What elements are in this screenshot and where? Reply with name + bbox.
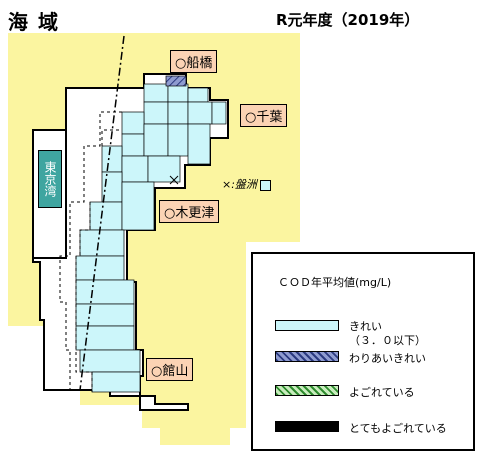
- legend-title: ＣＯＤ年平均値(mg/L): [278, 276, 392, 289]
- legend-swatch-very-dirty: [275, 421, 339, 432]
- place-label-kisarazu: ○木更津: [159, 200, 220, 223]
- legend-sublabel-clean: （３．０以下）: [349, 334, 426, 347]
- place-label-tateyama: ○館山: [146, 358, 194, 381]
- tokyo-bay-label: 東京湾: [38, 150, 62, 208]
- bankan-marker-icon: [169, 175, 179, 185]
- legend-label-somewhat-clean: わりあいきれい: [349, 352, 426, 365]
- dashed-boundaries: [59, 111, 122, 392]
- place-label-funabashi: ○船橋: [170, 50, 218, 73]
- legend-label-clean: きれい: [349, 320, 382, 333]
- legend-box: ＣＯＤ年平均値(mg/L) きれい （３．０以下） わりあいきれい よごれている…: [251, 252, 475, 451]
- page-title: 海域: [8, 10, 68, 34]
- prefecture-boundary: [79, 35, 125, 391]
- legend-swatch-clean: [275, 320, 339, 331]
- clean-water-cells: [75, 83, 227, 393]
- legend-label-dirty: よごれている: [349, 386, 415, 399]
- legend-swatch-somewhat-clean: [275, 351, 339, 362]
- bankan-label: ×:盤洲: [222, 178, 257, 191]
- place-label-chiba: ○千葉: [240, 104, 288, 127]
- legend-swatch-dirty: [275, 385, 339, 396]
- legend-label-very-dirty: とてもよごれている: [349, 422, 447, 435]
- bankan-legend: ×:盤洲: [222, 176, 271, 192]
- fiscal-year-label: R元年度（2019年）: [276, 11, 420, 29]
- bankan-swatch: [259, 179, 271, 191]
- somewhat-clean-cell: [165, 75, 187, 87]
